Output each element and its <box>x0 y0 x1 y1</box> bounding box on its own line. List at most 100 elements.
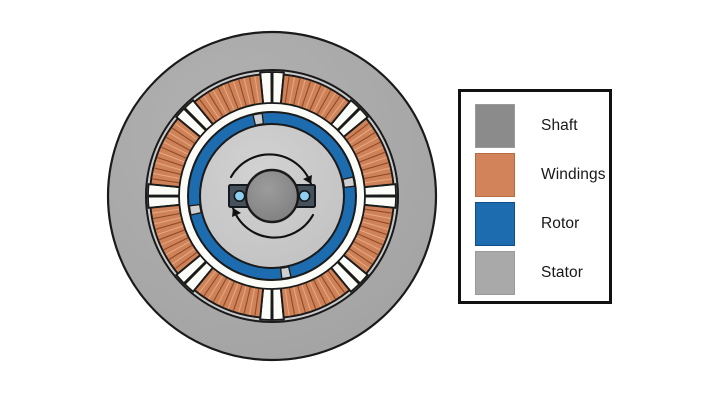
rotation-arrowhead-bottom <box>232 208 241 217</box>
winding-turn-line <box>203 95 220 120</box>
winding-turn-line <box>152 178 181 184</box>
winding-turn-line <box>233 81 243 108</box>
legend-swatch-stator <box>475 251 515 295</box>
winding-turn-line <box>301 81 311 108</box>
winding-turn-line <box>293 286 301 314</box>
winding-turn-line <box>327 99 345 122</box>
winding-turn-line <box>161 233 188 246</box>
winding-turn-line <box>166 136 191 152</box>
winding-turn-line <box>243 78 251 106</box>
legend-swatch-windings <box>475 153 515 197</box>
winding-turn-line <box>305 83 317 110</box>
winding-turn-line <box>154 217 182 225</box>
rotation-arrow-clockwise-bottom <box>231 206 315 239</box>
winding-turn-line <box>293 78 301 106</box>
bearing-left <box>228 184 251 208</box>
winding-turn-line <box>238 285 247 313</box>
winding-turn-line <box>212 277 228 302</box>
winding-turn-line <box>313 87 327 113</box>
winding-turn-line <box>346 251 369 269</box>
winding-turn-line <box>222 280 235 307</box>
winding-turn-line <box>163 141 189 155</box>
winding-turn-line <box>154 167 182 175</box>
winding-turn-line <box>363 172 391 180</box>
winding-turn-line <box>356 233 383 246</box>
winding-turn-line <box>353 240 378 256</box>
winding-turn-line <box>152 208 181 214</box>
winding-turn-line <box>355 141 381 155</box>
winding-turn-line <box>248 287 256 315</box>
winding-turn-line <box>297 79 306 107</box>
winding-turn-line <box>175 123 198 141</box>
winding-turn-line <box>297 285 306 313</box>
winding-turn-line <box>361 221 389 230</box>
winding-turn-line <box>360 225 387 235</box>
winding-turn-line <box>288 77 296 105</box>
winding-turn-line <box>316 277 332 302</box>
winding-turn-line <box>217 87 231 113</box>
winding-turn-line <box>161 146 188 159</box>
winding-turn-line <box>168 244 193 260</box>
winding-turn-line <box>358 151 385 163</box>
winding-turn-line <box>363 212 391 220</box>
legend-label-rotor: Rotor <box>541 215 580 232</box>
winding-turn-line <box>168 132 193 148</box>
winding-turn-line <box>362 217 390 225</box>
legend-item-shaft: Shaft <box>475 104 578 148</box>
winding-turn-line <box>254 76 260 105</box>
winding-turn-line <box>320 92 336 117</box>
winding-turn-line <box>363 178 392 184</box>
winding-turn-line <box>227 83 239 110</box>
winding-turn-line <box>155 221 183 230</box>
winding-turn-line <box>363 208 392 214</box>
winding-turn-line <box>284 287 290 316</box>
winding-turn-line <box>217 279 231 305</box>
winding-turn-line <box>199 270 217 293</box>
winding-turn-line <box>348 127 373 144</box>
winding-turn-line <box>163 237 189 251</box>
winding-turn-line <box>313 279 327 305</box>
winding-turn-line <box>159 151 186 163</box>
winding-turn-line <box>254 287 260 316</box>
rotor-gap-segment <box>342 176 356 189</box>
winding-turn-line <box>356 146 383 159</box>
winding-turn-line <box>327 270 345 293</box>
winding-turn-line <box>358 229 385 241</box>
winding-turn-line <box>348 248 373 265</box>
winding-turn-line <box>157 225 184 235</box>
winding-turn-line <box>153 172 181 180</box>
bearing-right <box>293 184 316 208</box>
rotor-gap-segment <box>279 266 292 280</box>
winding-turn-line <box>316 90 332 115</box>
bearing-left-ball <box>233 190 246 203</box>
rotor-gap-segment <box>188 203 202 216</box>
winding-turn-line <box>351 244 376 260</box>
winding-turn-line <box>301 284 311 311</box>
legend-item-stator: Stator <box>475 251 583 295</box>
winding-turn-line <box>353 136 378 152</box>
legend-label-shaft: Shaft <box>541 117 578 134</box>
winding-turn-line <box>309 85 322 112</box>
winding-turn-line <box>346 123 369 141</box>
legend-swatch-shaft <box>475 104 515 148</box>
winding-turn-line <box>309 280 322 307</box>
bearing-right-ball <box>298 190 311 203</box>
winding-turn-line <box>288 287 296 315</box>
winding-turn-line <box>203 272 220 297</box>
winding-turn-line <box>360 157 387 167</box>
winding-turn-line <box>157 157 184 167</box>
shaft <box>244 168 300 224</box>
winding-turn-line <box>362 167 390 175</box>
winding-turn-line <box>155 162 183 171</box>
winding-turn-line <box>324 95 341 120</box>
winding-turn-line <box>159 229 186 241</box>
winding-turn-line <box>171 127 196 144</box>
rotation-arrowhead-top <box>303 175 312 184</box>
winding-turn-line <box>320 275 336 300</box>
legend-swatch-rotor <box>475 202 515 246</box>
rotor-gap-segment <box>252 112 265 126</box>
winding-turn-line <box>227 282 239 309</box>
rotation-arrow-clockwise-top <box>229 153 313 186</box>
